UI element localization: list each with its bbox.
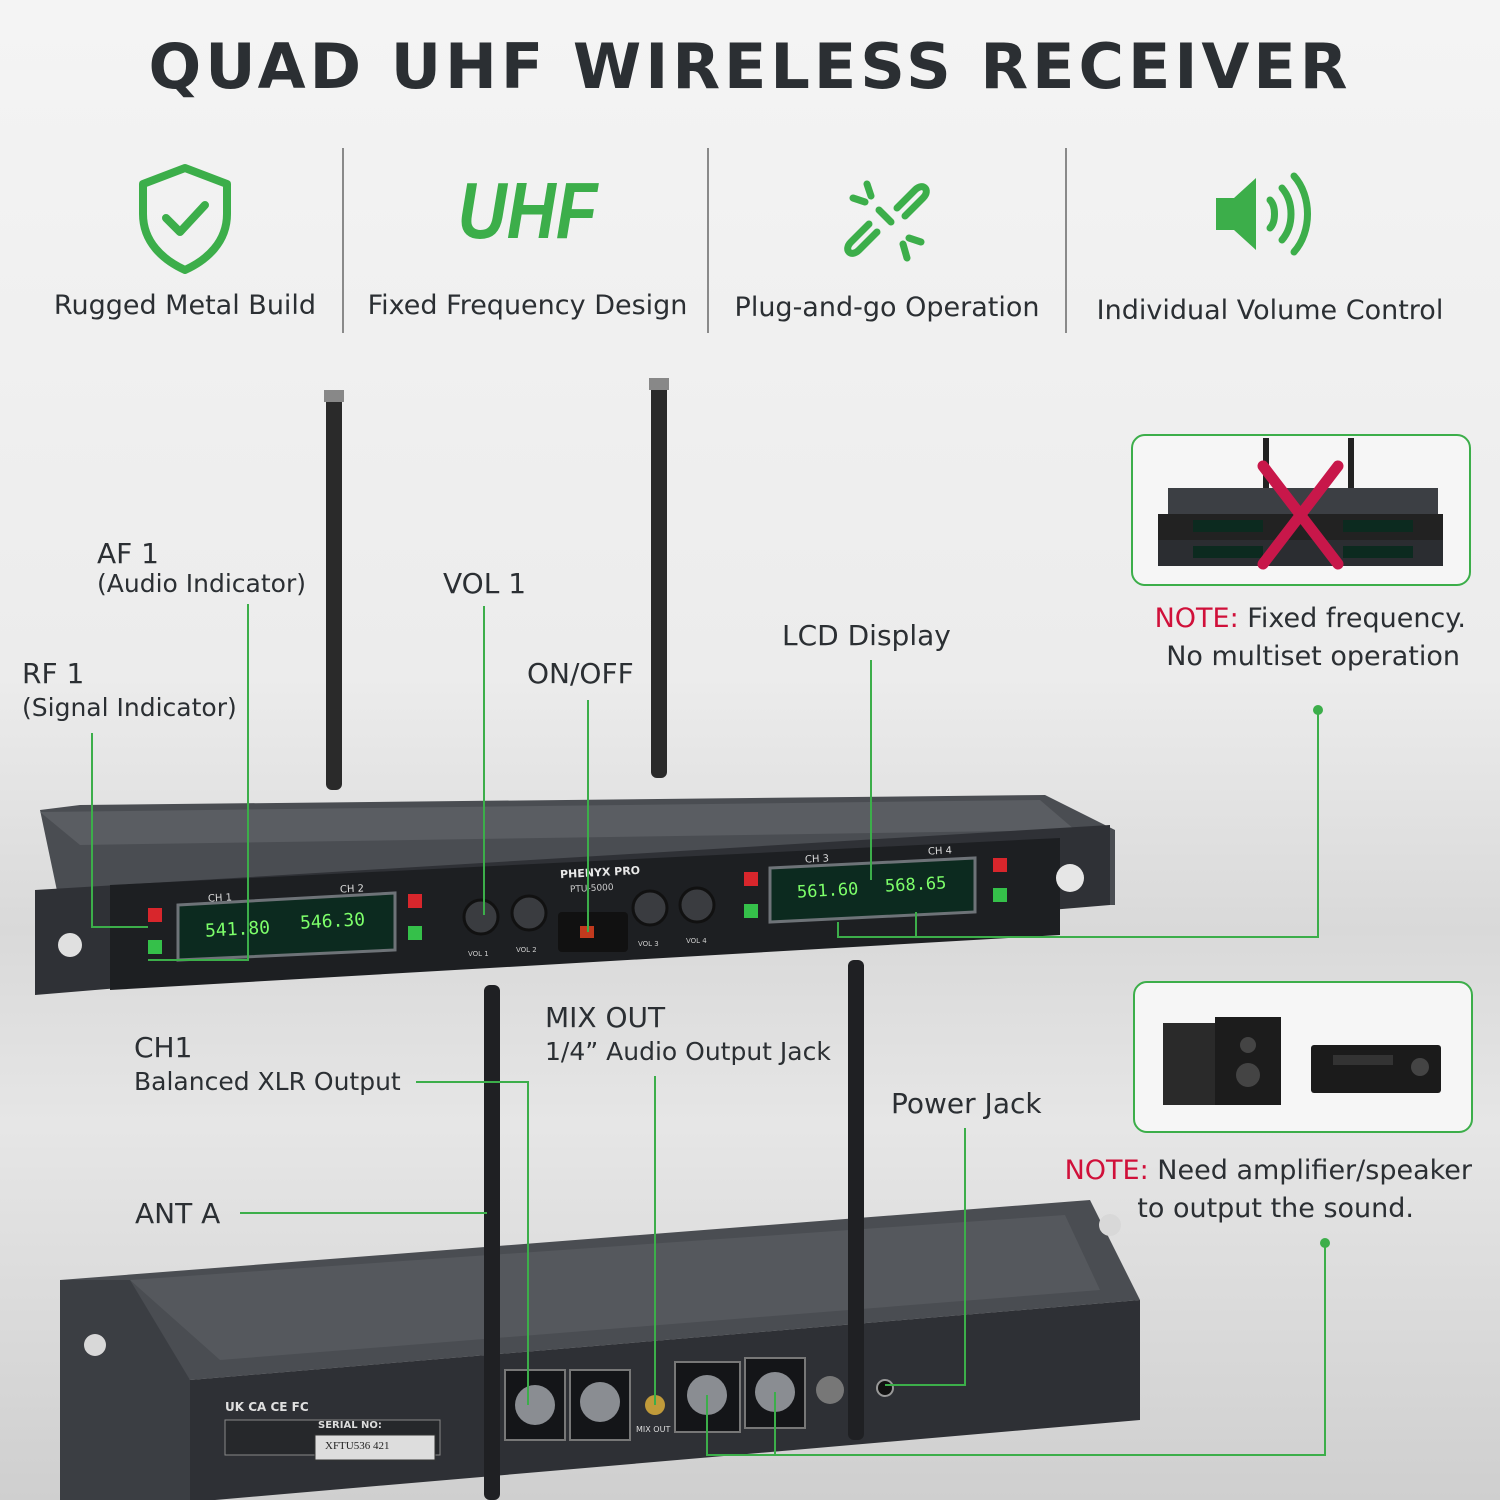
note-prefix: NOTE: xyxy=(1064,1155,1149,1186)
feature-uhf: UHF Fixed Frequency Design xyxy=(350,160,705,340)
callout-title: CH1 xyxy=(134,1031,193,1064)
callout-lcd: LCD Display xyxy=(782,619,951,652)
callout-vol1: VOL 1 xyxy=(443,567,527,600)
note-text: to output the sound. xyxy=(1137,1192,1414,1224)
serial-label: SERIAL NO: xyxy=(318,1420,382,1431)
divider xyxy=(1065,148,1067,333)
callout-title: AF 1 xyxy=(97,537,159,570)
feature-shield: Rugged Metal Build xyxy=(30,160,340,340)
callout-onoff: ON/OFF xyxy=(527,657,634,690)
callout-title: RF 1 xyxy=(22,657,85,690)
feature-plug: Plug-and-go Operation xyxy=(712,160,1062,340)
note-text: No multiset operation xyxy=(1166,640,1460,672)
callout-rf1: RF 1 (Signal Indicator) xyxy=(22,657,237,723)
stacked-receivers-image xyxy=(1158,438,1443,570)
speakers-amplifier-image xyxy=(1163,1017,1441,1105)
note-multiset: NOTE: Fixed frequency. No multiset opera… xyxy=(1120,600,1466,676)
callout-power: Power Jack xyxy=(891,1087,1042,1120)
note-text: Need amplifier/speaker xyxy=(1148,1155,1472,1186)
callout-subtitle: 1/4” Audio Output Jack xyxy=(545,1037,831,1067)
amplifier-illustration-box xyxy=(1133,981,1473,1133)
feature-volume: Individual Volume Control xyxy=(1075,160,1465,340)
speaker-volume-icon xyxy=(1216,172,1311,256)
mix-out-label: MIX OUT xyxy=(636,1425,671,1434)
multiset-illustration-box xyxy=(1131,434,1471,586)
feature-label: Rugged Metal Build xyxy=(53,290,317,321)
cert-marks: UK CA CE FC xyxy=(225,1400,309,1414)
knob-label: VOL 1 xyxy=(468,950,489,958)
callout-ant: ANT A xyxy=(135,1197,221,1230)
feature-label: Fixed Frequency Design xyxy=(367,290,688,321)
note-prefix: NOTE: xyxy=(1154,603,1239,634)
callout-ch1: CH1 Balanced XLR Output xyxy=(134,1031,401,1097)
knob-label: VOL 4 xyxy=(686,937,707,945)
uhf-text-icon: UHF xyxy=(457,166,598,255)
note-amplifier: NOTE: Need amplifier/speaker to output t… xyxy=(1060,1152,1472,1228)
knob-label: VOL 2 xyxy=(516,946,537,954)
divider xyxy=(342,148,344,333)
serial-number: XFTU536 421 xyxy=(325,1440,390,1452)
callout-subtitle: Balanced XLR Output xyxy=(134,1067,401,1097)
shield-check-icon xyxy=(139,164,231,274)
knob-label: VOL 3 xyxy=(638,940,659,948)
feature-label: Individual Volume Control xyxy=(1096,295,1444,326)
note-text: Fixed frequency. xyxy=(1238,603,1466,634)
plug-link-icon xyxy=(844,180,930,262)
callout-subtitle: (Signal Indicator) xyxy=(22,693,237,723)
callout-subtitle: (Audio Indicator) xyxy=(97,569,306,599)
callout-title: MIX OUT xyxy=(545,1001,666,1034)
divider xyxy=(707,148,709,333)
callout-mixout: MIX OUT 1/4” Audio Output Jack xyxy=(545,1001,831,1067)
callout-af1: AF 1 (Audio Indicator) xyxy=(97,537,306,599)
feature-label: Plug-and-go Operation xyxy=(734,292,1040,323)
page-title: QUAD UHF WIRELESS RECEIVER xyxy=(148,30,1352,103)
